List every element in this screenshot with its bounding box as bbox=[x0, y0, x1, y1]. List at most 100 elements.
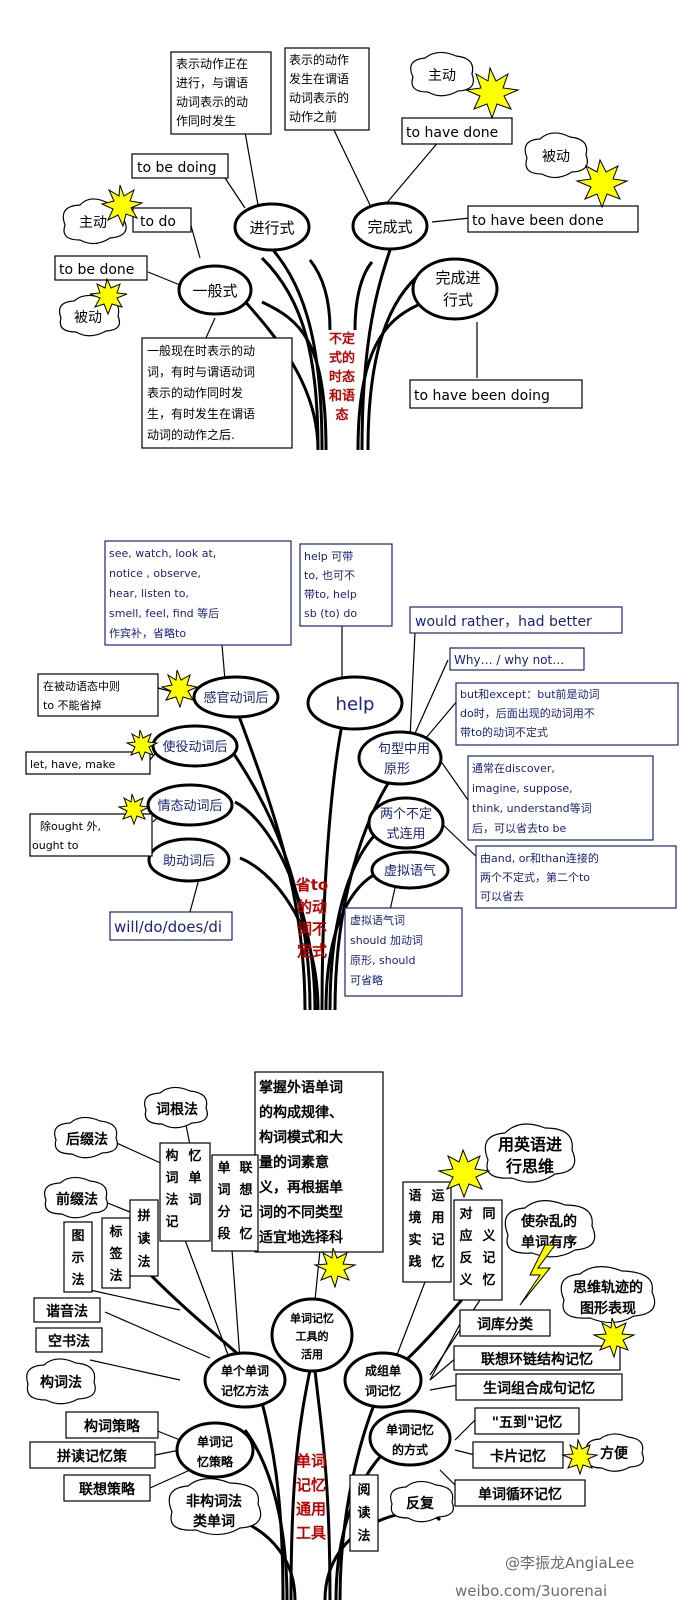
node-label: 完成进 bbox=[435, 269, 480, 287]
svg-text:to, 也可不: to, 也可不 bbox=[304, 569, 355, 582]
node-xuni: 虚拟语气 bbox=[370, 850, 450, 890]
starburst-icon bbox=[89, 277, 128, 316]
node-fangshi: 单词记忆 的方式 bbox=[368, 1409, 452, 1467]
svg-text:带to, help: 带to, help bbox=[304, 588, 357, 601]
svg-text:imagine, suppose,: imagine, suppose, bbox=[472, 782, 573, 795]
svg-text:的方式: 的方式 bbox=[392, 1442, 428, 1457]
box-pindu-vertical: 拼 读 法 bbox=[129, 1199, 159, 1277]
cloud-siwei: 思维轨迹的 图形表现 bbox=[560, 1266, 656, 1324]
svg-text:使役动词后: 使役动词后 bbox=[162, 739, 227, 755]
svg-text:词不: 词不 bbox=[297, 920, 327, 938]
svg-text:句型中用: 句型中用 bbox=[378, 742, 430, 757]
node-shiyi: 使役动词后 bbox=[151, 724, 239, 768]
title-1-line: 式的 bbox=[329, 350, 355, 366]
svg-text:法: 法 bbox=[357, 1528, 370, 1544]
box-why: Why… / why not… bbox=[449, 647, 585, 671]
svg-text:助动词后: 助动词后 bbox=[163, 854, 215, 869]
box-to-have-done: to have done bbox=[401, 117, 513, 145]
svg-text:发生在谓语: 发生在谓语 bbox=[289, 71, 349, 86]
box-see-watch: see, watch, look at, notice , observe, h… bbox=[104, 540, 292, 646]
box-pindujiyi: 拼读记忆策 bbox=[29, 1441, 156, 1469]
svg-text:被动: 被动 bbox=[542, 149, 570, 165]
diagram-infinitive-tense-voice: 不定 式的 时态 和语 态 进行式 完成式 一般式 完成进 行式 表示动作正在 bbox=[54, 47, 639, 451]
box-tushi-vertical: 图 示 法 bbox=[63, 1221, 93, 1293]
svg-text:卡片记忆: 卡片记忆 bbox=[490, 1448, 546, 1465]
svg-text:忆策略: 忆策略 bbox=[197, 1454, 234, 1469]
node-label: 行式 bbox=[443, 291, 473, 309]
node-zhudong: 助动词后 bbox=[147, 837, 231, 883]
svg-text:作同时发生: 作同时发生 bbox=[176, 113, 236, 128]
svg-text:to have been done: to have been done bbox=[472, 213, 604, 229]
svg-text:原形, should: 原形, should bbox=[350, 954, 415, 967]
svg-text:情态动词后: 情态动词后 bbox=[157, 799, 222, 814]
svg-text:help 可带: help 可带 bbox=[304, 550, 353, 563]
cloud-feigouci: 非构词法 类单词 bbox=[168, 1478, 262, 1536]
svg-text:构词法: 构词法 bbox=[40, 1374, 82, 1391]
box-yiban-desc: 一般现在时表示的动 词，有时与谓语动词 表示的动作同时发 生，有时发生在谓语 动… bbox=[141, 337, 293, 449]
cloud-cigen: 词根法 bbox=[144, 1086, 208, 1129]
svg-text:to have been doing: to have been doing bbox=[414, 388, 550, 404]
svg-text:let, have, make: let, have, make bbox=[30, 758, 116, 771]
svg-text:一般现在时表示的动: 一般现在时表示的动 bbox=[147, 343, 255, 358]
node-wancheng-jinxing: 完成进 行式 bbox=[411, 257, 499, 321]
tree-trunk-2 bbox=[228, 699, 407, 1011]
svg-text:两个不定: 两个不定 bbox=[380, 807, 432, 822]
box-but-except: but和except：but前是动词 do时，后面出现的动词用不 带to的动词不… bbox=[455, 682, 679, 746]
svg-text:词根法: 词根法 bbox=[156, 1101, 198, 1118]
svg-text:动词的动作之后.: 动词的动作之后. bbox=[147, 427, 235, 442]
svg-text:忆: 忆 bbox=[239, 1226, 252, 1242]
box-discover: 通常在discover, imagine, suppose, think, un… bbox=[467, 755, 654, 841]
svg-text:记: 记 bbox=[431, 1233, 444, 1248]
svg-text:to do: to do bbox=[140, 214, 176, 230]
svg-text:进行，与谓语: 进行，与谓语 bbox=[176, 76, 248, 90]
starburst-icon bbox=[575, 158, 629, 209]
svg-text:示: 示 bbox=[71, 1251, 84, 1266]
svg-text:拼读记忆策: 拼读记忆策 bbox=[57, 1448, 128, 1465]
box-passive: 在被动语态中则 to 不能省掉 bbox=[37, 673, 159, 717]
svg-text:段: 段 bbox=[217, 1226, 230, 1242]
svg-text:联: 联 bbox=[239, 1161, 252, 1176]
svg-text:表示的动作同时发: 表示的动作同时发 bbox=[147, 385, 243, 400]
svg-text:忆: 忆 bbox=[188, 1148, 201, 1164]
svg-text:掌握外语单词: 掌握外语单词 bbox=[259, 1079, 343, 1096]
svg-text:单: 单 bbox=[217, 1160, 230, 1176]
svg-text:反复: 反复 bbox=[406, 1495, 435, 1512]
tree-trunk-1 bbox=[233, 243, 426, 451]
svg-text:see, watch, look at,: see, watch, look at, bbox=[109, 547, 216, 560]
svg-text:行思维: 行思维 bbox=[505, 1157, 554, 1176]
box-yujing-vertical: 语 境 实 践 运 用 记 忆 bbox=[402, 1181, 452, 1283]
svg-text:可以省去: 可以省去 bbox=[480, 890, 524, 903]
svg-text:使杂乱的: 使杂乱的 bbox=[520, 1213, 577, 1230]
box-to-have-been-doing: to have been doing bbox=[409, 379, 583, 409]
svg-text:定式: 定式 bbox=[297, 942, 327, 960]
title-1-line: 态 bbox=[335, 407, 348, 423]
box-jinxing-desc: 表示动作正在 进行，与谓语 动词表示的动 作同时发生 bbox=[170, 51, 272, 135]
svg-text:动词表示的动: 动词表示的动 bbox=[176, 94, 248, 109]
svg-text:法: 法 bbox=[165, 1192, 178, 1208]
svg-text:活用: 活用 bbox=[301, 1347, 323, 1361]
svg-text:单词有序: 单词有序 bbox=[521, 1234, 577, 1251]
box-fenduan-vertical: 单 词 分 段 联 想 记 忆 bbox=[211, 1154, 259, 1252]
svg-text:think, understand等词: think, understand等词 bbox=[472, 801, 592, 815]
svg-text:词: 词 bbox=[217, 1183, 230, 1198]
svg-text:被动: 被动 bbox=[74, 310, 102, 326]
svg-text:词库分类: 词库分类 bbox=[477, 1316, 534, 1333]
svg-text:to have done: to have done bbox=[406, 125, 498, 141]
svg-text:境: 境 bbox=[408, 1210, 421, 1226]
box-yuedu-vertical: 阅 读 法 bbox=[349, 1474, 379, 1552]
svg-text:法: 法 bbox=[71, 1272, 84, 1288]
svg-text:忆: 忆 bbox=[482, 1272, 495, 1288]
svg-text:读: 读 bbox=[357, 1505, 370, 1521]
starburst-icon bbox=[464, 66, 520, 120]
svg-text:would rather，had better: would rather，had better bbox=[415, 614, 592, 630]
box-to-be-doing: to be doing bbox=[131, 153, 229, 179]
svg-text:非构词法: 非构词法 bbox=[186, 1493, 242, 1510]
svg-text:义，再根据单: 义，再根据单 bbox=[259, 1179, 343, 1196]
svg-text:notice , observe,: notice , observe, bbox=[109, 567, 201, 580]
node-qingtai: 情态动词后 bbox=[146, 783, 234, 827]
svg-text:主动: 主动 bbox=[79, 215, 107, 231]
svg-text:Why… / why not…: Why… / why not… bbox=[454, 653, 564, 667]
box-to-do: to do bbox=[132, 207, 192, 233]
svg-text:前缀法: 前缀法 bbox=[56, 1191, 98, 1208]
node-jinxing: 进行式 bbox=[233, 202, 311, 252]
